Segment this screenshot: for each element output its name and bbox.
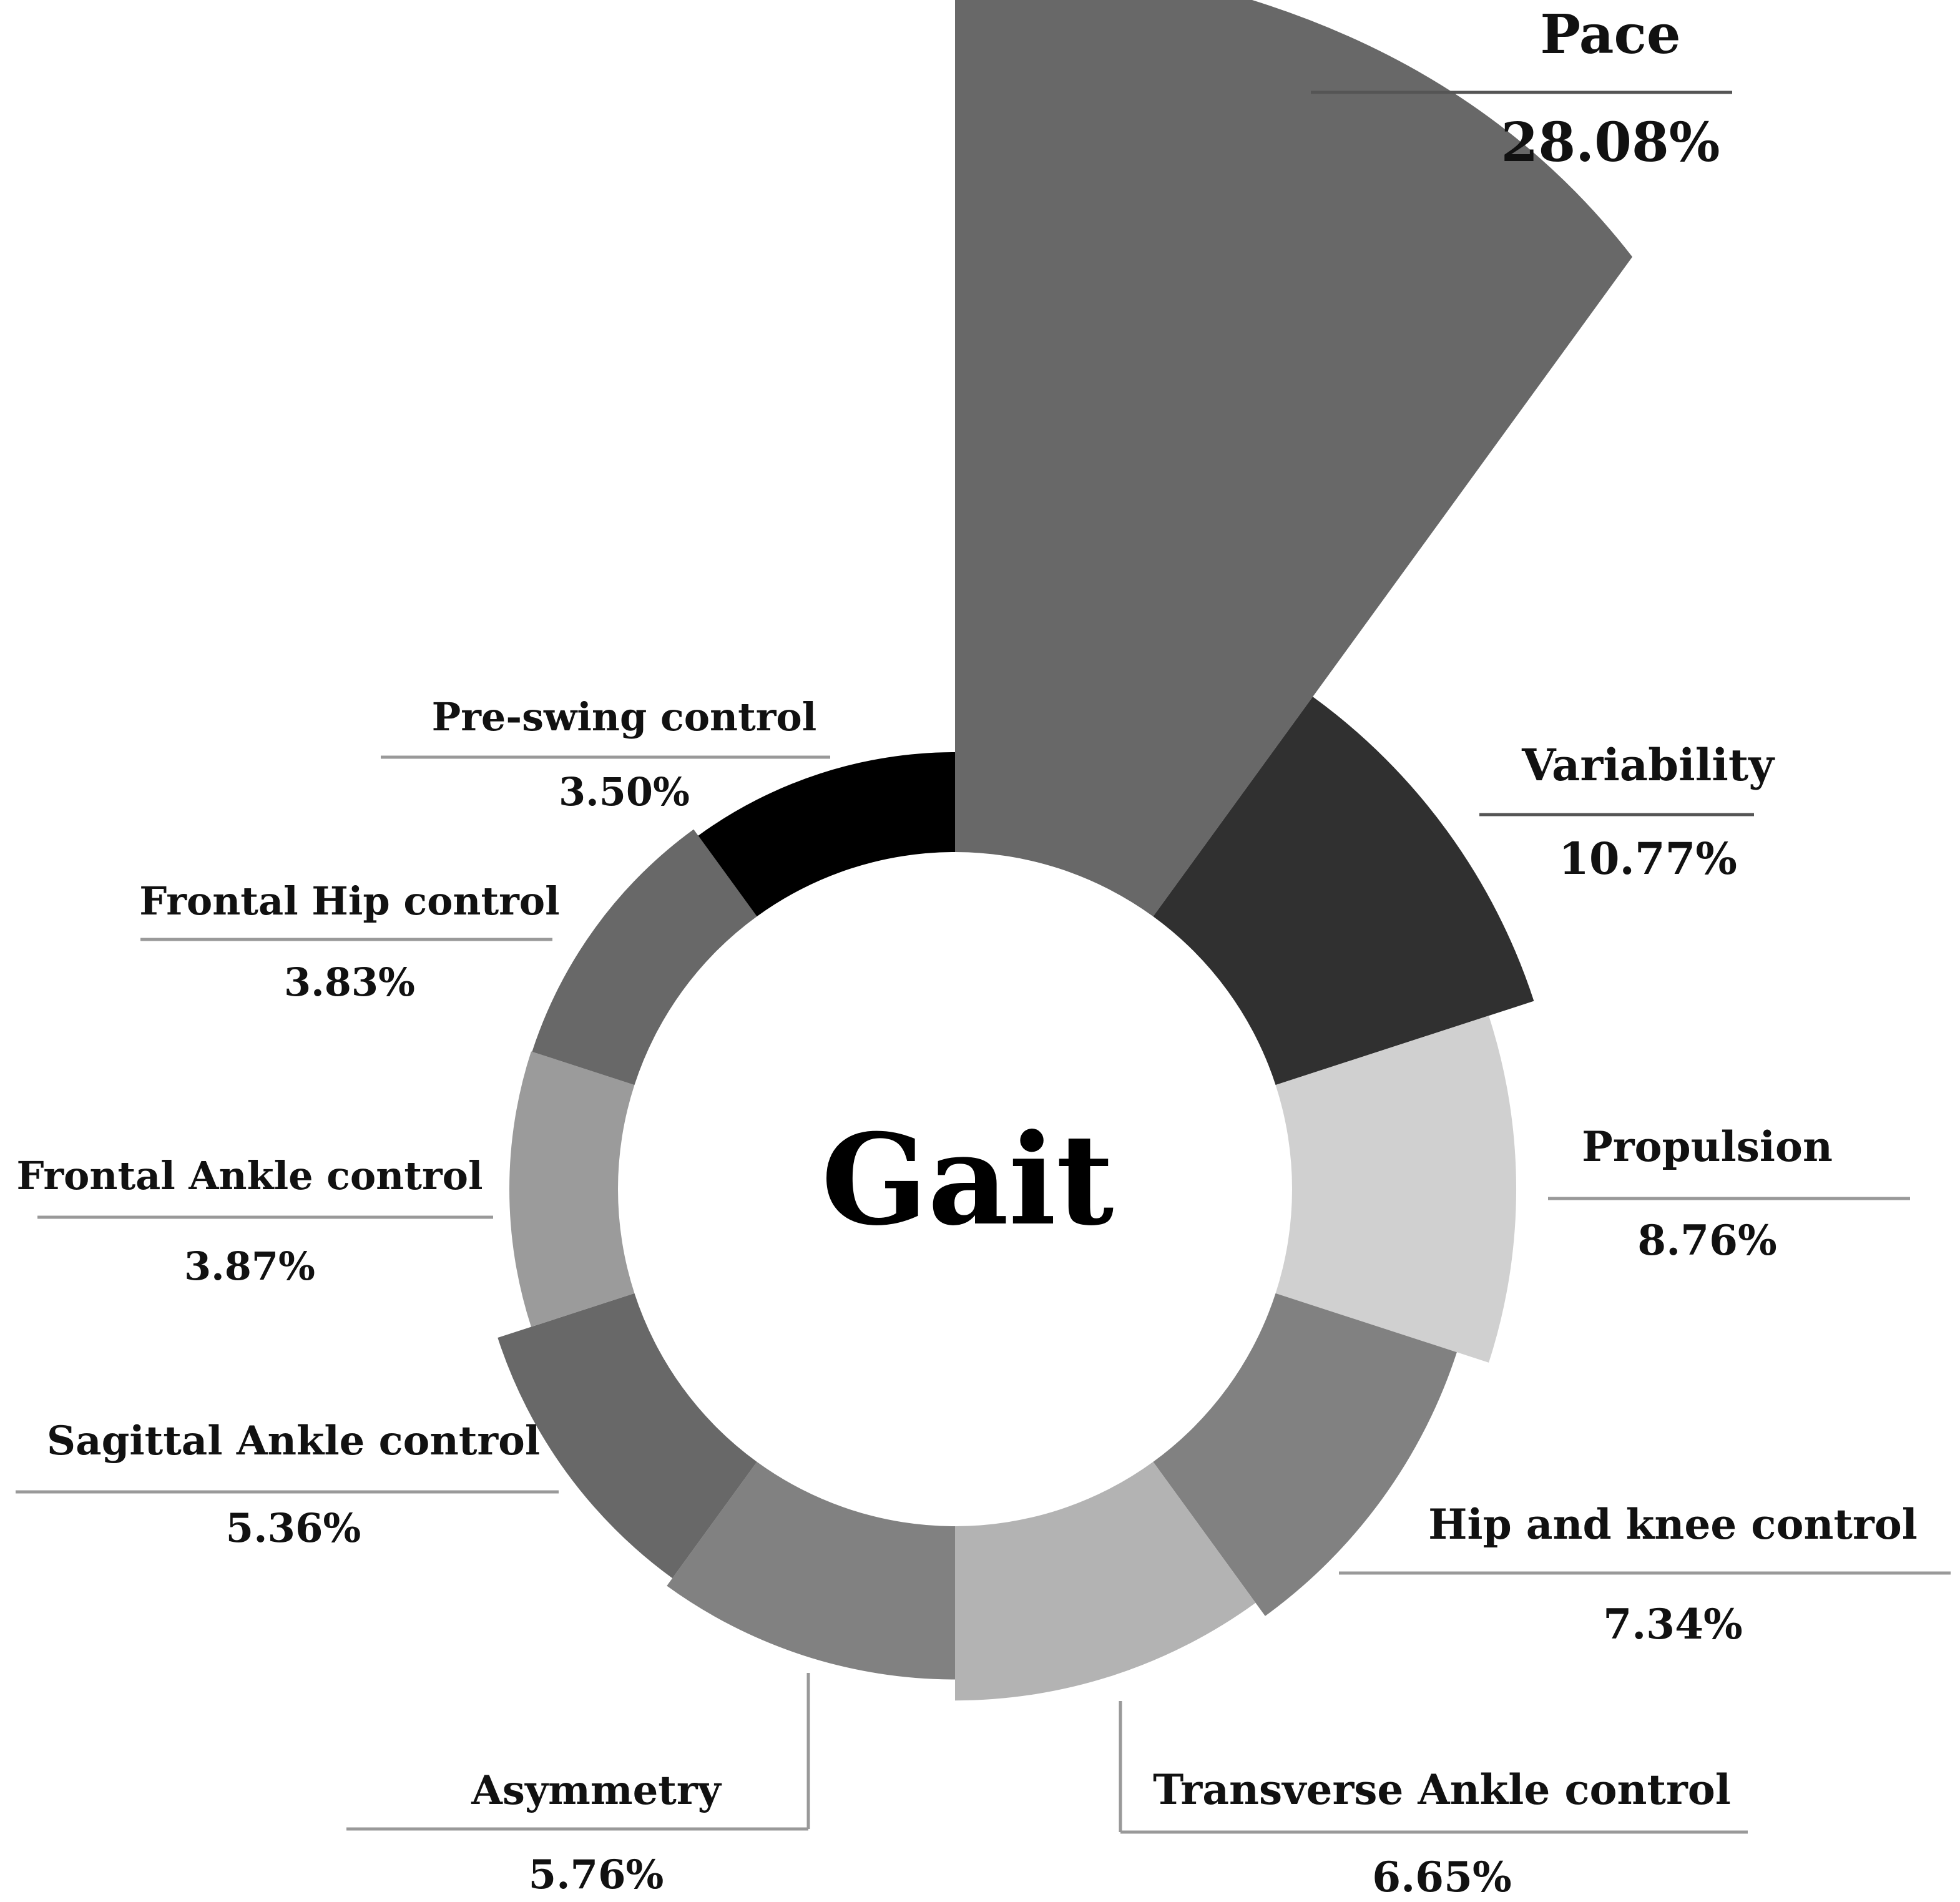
slice-label: Hip and knee control	[1428, 1500, 1918, 1549]
slice-label: Pace	[1540, 3, 1680, 66]
slice-value: 6.65%	[1372, 1853, 1511, 1901]
slice-label: Pre-swing control	[432, 694, 817, 740]
slice-value: 7.34%	[1603, 1600, 1742, 1649]
slice-label: Sagittal Ankle control	[47, 1418, 540, 1464]
slice-label: Frontal Ankle control	[16, 1153, 483, 1199]
slice-label: Variability	[1521, 739, 1775, 791]
slice-label: Frontal Hip control	[139, 878, 559, 924]
slice-value: 10.77%	[1559, 833, 1737, 885]
wedge-propulsion	[1275, 1016, 1517, 1363]
wedge-hip-and-knee-control	[1153, 1293, 1457, 1616]
wedge-pace	[955, 0, 1633, 917]
wedge-variability	[1153, 697, 1534, 1086]
slice-value: 8.76%	[1637, 1216, 1776, 1265]
chart-labels: Pace 28.08% Variability 10.77% Propulsion 8.7…	[16, 3, 1917, 1901]
slice-label: Transverse Ankle control	[1153, 1765, 1731, 1814]
wedge-frontal-ankle-control	[509, 1051, 635, 1327]
chart-leader-lines	[16, 91, 1951, 1834]
wedge-sagittal-ankle-control	[497, 1293, 757, 1579]
wedge-asymmetry	[667, 1461, 955, 1680]
wedge-pre-swing-control	[698, 752, 955, 917]
slice-value: 5.76%	[529, 1851, 664, 1898]
center-title: Gait	[821, 1107, 1114, 1253]
wedge-transverse-ankle-control	[955, 1461, 1256, 1701]
slice-value: 3.83%	[284, 959, 415, 1005]
chart-wedges	[497, 0, 1633, 1701]
wedge-frontal-hip-control	[532, 829, 757, 1086]
slice-value: 3.87%	[184, 1243, 315, 1289]
slice-label: Asymmetry	[471, 1767, 722, 1814]
slice-value: 3.50%	[559, 769, 690, 815]
slice-value: 5.36%	[226, 1505, 361, 1552]
slice-label: Propulsion	[1582, 1122, 1833, 1171]
slice-value: 28.08%	[1501, 111, 1720, 174]
